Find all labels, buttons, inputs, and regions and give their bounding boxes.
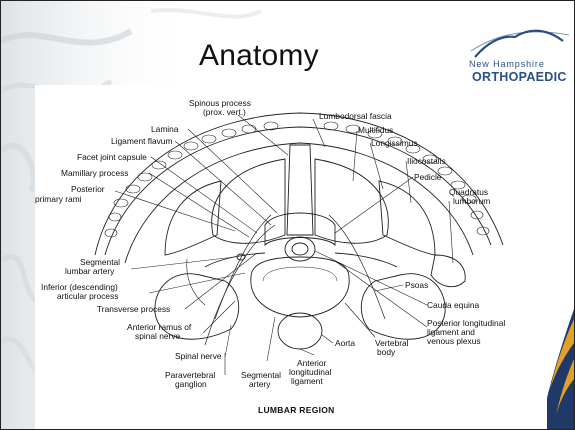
label-venous-plexus: venous plexus <box>427 337 481 346</box>
label-spinal-nerve-2: Spinal nerve <box>175 352 222 361</box>
label-ligament-flavum: Ligament flavum <box>111 137 172 146</box>
label-primary-rami: primary rami <box>35 195 82 204</box>
label-iliocostalis: Iliocostalis <box>407 157 446 166</box>
label-articular-process: articular process <box>57 292 118 301</box>
label-psoas: Psoas <box>405 281 428 290</box>
label-pedicle: Pedicle <box>414 173 441 182</box>
label-ganglion: ganglion <box>175 380 207 389</box>
mountain-logo-icon <box>467 21 573 61</box>
label-prox-vert: (prox. vert.) <box>203 108 246 117</box>
slide-title: Anatomy <box>199 39 319 73</box>
anatomy-figure: Spinous process (prox. vert.) Lumbodorsa… <box>35 85 547 430</box>
brand-logo: New Hampshire ORTHOPAEDIC <box>467 21 573 87</box>
label-spinal-nerve-1: spinal nerve <box>135 332 180 341</box>
label-posterior: Posterior <box>71 185 105 194</box>
logo-line-1: New Hampshire <box>469 59 545 69</box>
label-transverse-process: Transverse process <box>97 305 170 314</box>
label-multifidus: Multifidus <box>358 126 393 135</box>
label-lumbar-artery: lumbar artery <box>65 267 114 276</box>
label-ligament: ligament <box>291 377 323 386</box>
label-cauda-equina: Cauda equina <box>427 301 479 310</box>
figure-caption: LUMBAR REGION <box>258 405 335 415</box>
label-body: body <box>377 348 395 357</box>
label-mamillary-process: Mamillary process <box>61 169 128 178</box>
label-aorta: Aorta <box>335 339 355 348</box>
label-longissimus: Longissimus <box>371 139 418 148</box>
label-artery: artery <box>249 380 270 389</box>
label-facet-joint-capsule: Facet joint capsule <box>77 153 147 162</box>
label-lamina: Lamina <box>151 125 178 134</box>
label-lumbodorsal-fascia: Lumbodorsal fascia <box>319 112 392 121</box>
logo-line-2: ORTHOPAEDIC <box>472 70 567 84</box>
label-lumborum: lumborum <box>453 197 490 206</box>
